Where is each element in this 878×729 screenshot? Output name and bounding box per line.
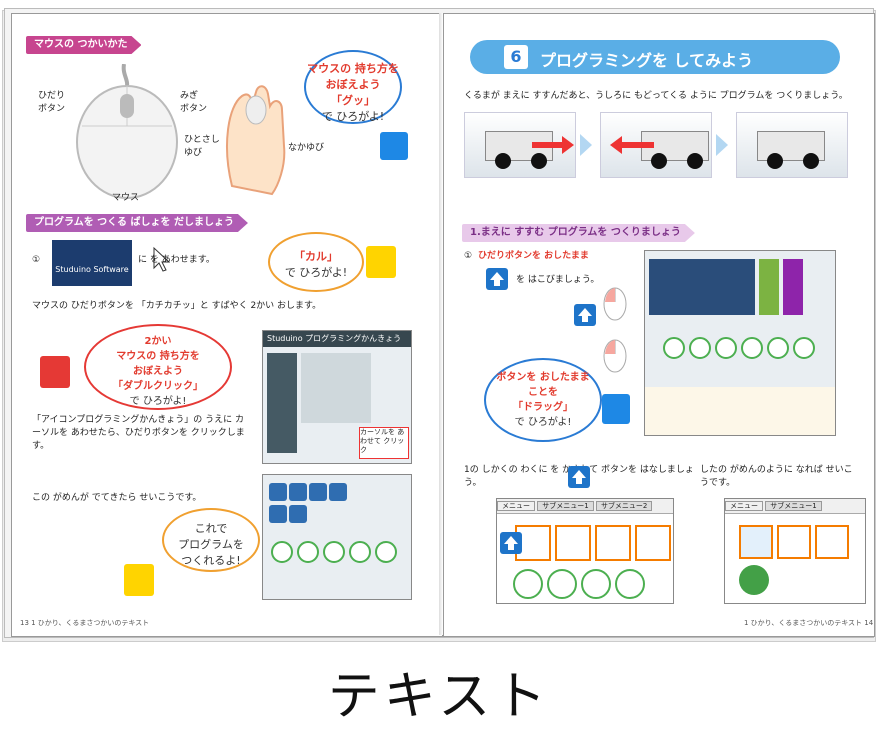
chapter-title: プログラミングを してみよう bbox=[540, 51, 754, 70]
submenu1-tab[interactable]: サブメニュー1 bbox=[537, 501, 594, 511]
program-screen-drag bbox=[644, 250, 836, 436]
studuino-logo: Studuino Software bbox=[52, 240, 132, 286]
check-icon bbox=[739, 565, 769, 595]
step1-number: ① bbox=[32, 255, 41, 265]
studuino-start-screenshot: Studuino プログラミングかんきょう カーソルを あわせて クリック bbox=[262, 330, 412, 464]
transition-chevron-icon bbox=[580, 134, 592, 156]
robot-photo-3 bbox=[736, 112, 848, 178]
label-mouse: マウス bbox=[112, 193, 140, 203]
left-page: マウスの つかいかた ひだり ボタン みぎ ボタン マウス ひとさし ゆび なか… bbox=[11, 13, 443, 637]
speech-bubble-drag: ボタンを おしたまま ことを 「ドラッグ」 で ひろがよ! bbox=[484, 358, 602, 442]
program-section-title: プログラムを つくる ばしょを だしましょう bbox=[26, 214, 248, 232]
label-middle-finger: なかゆび bbox=[288, 143, 325, 153]
mouse-icon-2 bbox=[603, 339, 627, 373]
forward-block-icon bbox=[486, 268, 508, 290]
inline-block-icon bbox=[568, 466, 590, 488]
speech-bubble-grab: マウスの 持ち方を おぼえよう 「グッ」 で ひろがよ! bbox=[304, 50, 402, 124]
robot-photo-2 bbox=[600, 112, 712, 178]
right-footer: 1 ひかり、くるまさつかいのテキスト 14 bbox=[744, 619, 874, 627]
step1-text: に を あわせます。 bbox=[138, 255, 215, 265]
menu-tab-2[interactable]: メニュー bbox=[725, 501, 763, 511]
caption-text: テキスト bbox=[327, 667, 551, 727]
submenu1-tab-2[interactable]: サブメニュー1 bbox=[765, 501, 822, 511]
screenshot-note: カーソルを あわせて クリック bbox=[359, 427, 409, 459]
step3-screenshot: メニュー サブメニュー1 bbox=[724, 498, 866, 604]
backward-arrowhead-icon bbox=[610, 136, 622, 154]
speech-bubble-karu: 「カル」 で ひろがよ! bbox=[268, 232, 364, 292]
right-step1-number: ① bbox=[464, 251, 473, 261]
chapter-number: 6 bbox=[504, 45, 528, 69]
forward-arrow bbox=[532, 142, 566, 148]
left-footer: 13 1 ひかり、くるまさつかいのテキスト bbox=[20, 619, 150, 627]
blue-character-2 bbox=[602, 394, 630, 424]
step2-text: マウスの ひだりボタンを 「カチカチッ」と すばやく 2かい おします。 bbox=[32, 301, 322, 311]
yellow-character bbox=[366, 246, 396, 278]
right-step1-text: ひだりボタンを おしたまま bbox=[478, 251, 589, 261]
screenshot-title: Studuino プログラミングかんきょう bbox=[263, 331, 411, 347]
book-stack: マウスの つかいかた ひだり ボタン みぎ ボタン マウス ひとさし ゆび なか… bbox=[4, 8, 875, 638]
right-step3-text: したの がめんのように なれば せいこうです。 bbox=[700, 465, 853, 488]
step2-screenshot: メニュー サブメニュー1 サブメニュー2 bbox=[496, 498, 674, 604]
step3-text: 「アイコンプログラミングかんきょう」の うえに カーソルを あわせたら、ひだりボ… bbox=[32, 415, 245, 451]
red-character bbox=[40, 356, 70, 388]
right-step1-text2: を はこびましょう。 bbox=[516, 275, 600, 285]
sub-section-title: 1.まえに すすむ プログラムを つくりましょう bbox=[462, 224, 695, 242]
backward-arrow bbox=[620, 142, 654, 148]
label-index-finger: ひとさし ゆび bbox=[184, 135, 220, 158]
blue-character bbox=[380, 132, 408, 160]
step4-text: この がめんが でてきたら せいこうです。 bbox=[32, 493, 202, 503]
hand-illustration bbox=[226, 85, 286, 196]
yellow-character-2 bbox=[124, 564, 154, 596]
mouse-illustration bbox=[76, 64, 178, 199]
forward-arrowhead-icon bbox=[562, 136, 574, 154]
placing-block-icon bbox=[500, 532, 522, 554]
mouse-icon bbox=[603, 287, 627, 321]
submenu2-tab[interactable]: サブメニュー2 bbox=[595, 501, 653, 511]
right-page: 6 プログラミングを してみよう くるまが まえに すすんだあと、うしろに もど… bbox=[443, 13, 875, 637]
mouse-section-title: マウスの つかいかた bbox=[26, 36, 141, 54]
cursor-icon bbox=[153, 246, 170, 272]
studuino-program-screenshot bbox=[262, 474, 412, 600]
transition-chevron-icon-2 bbox=[716, 134, 728, 156]
chapter-intro: くるまが まえに すすんだあと、うしろに もどってくる ように プログラムを つ… bbox=[464, 91, 848, 101]
label-left-button: ひだり ボタン bbox=[38, 91, 66, 114]
label-right-button: みぎ ボタン bbox=[180, 91, 208, 114]
menu-tab[interactable]: メニュー bbox=[497, 501, 535, 511]
drag-block-icon bbox=[574, 304, 596, 326]
speech-bubble-ok: これで プログラムを つくれるよ! bbox=[162, 508, 260, 572]
speech-bubble-double-click: 2かい マウスの 持ち方を おぼえよう 「ダブルクリック」 で ひろがよ! bbox=[84, 324, 232, 410]
chapter-banner: 6 プログラミングを してみよう bbox=[470, 40, 840, 74]
